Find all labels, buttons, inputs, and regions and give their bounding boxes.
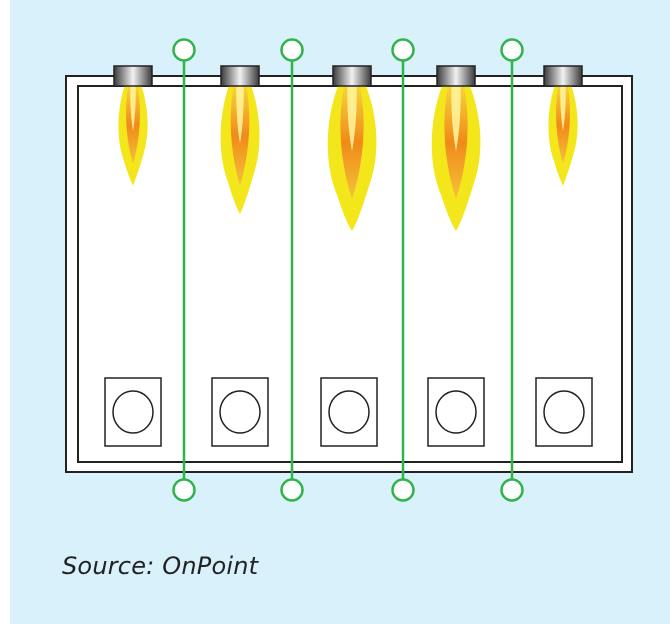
tubes-group	[172, 38, 524, 502]
tube-outlet-3	[391, 478, 415, 502]
flames-group	[118, 86, 578, 231]
outlets-group	[104, 377, 593, 447]
tube-outlet-1	[172, 478, 196, 502]
flame-core-1	[130, 86, 136, 131]
tube-inlet-4	[500, 38, 524, 62]
flame-core-4	[451, 86, 461, 152]
flue-outlet-port-3	[328, 390, 370, 434]
tube-inlet-2	[280, 38, 304, 62]
flame-core-5	[560, 86, 566, 131]
source-caption: Source: OnPoint	[62, 552, 259, 580]
flue-outlet-port-5	[543, 390, 585, 434]
flame-core-2	[236, 86, 244, 144]
flue-outlet-port-4	[435, 390, 477, 434]
burner-cap-5	[543, 65, 583, 87]
burner-cap-4	[436, 65, 476, 87]
tube-outlet-4	[500, 478, 524, 502]
tube-inlet-3	[391, 38, 415, 62]
flame-core-3	[347, 86, 357, 152]
burner-cap-3	[332, 65, 372, 87]
flue-outlet-port-1	[112, 390, 154, 434]
flue-outlet-port-2	[219, 390, 261, 434]
tube-outlet-2	[280, 478, 304, 502]
burners-group	[113, 65, 583, 87]
burner-cap-2	[220, 65, 260, 87]
tube-inlet-1	[172, 38, 196, 62]
burner-cap-1	[113, 65, 153, 87]
